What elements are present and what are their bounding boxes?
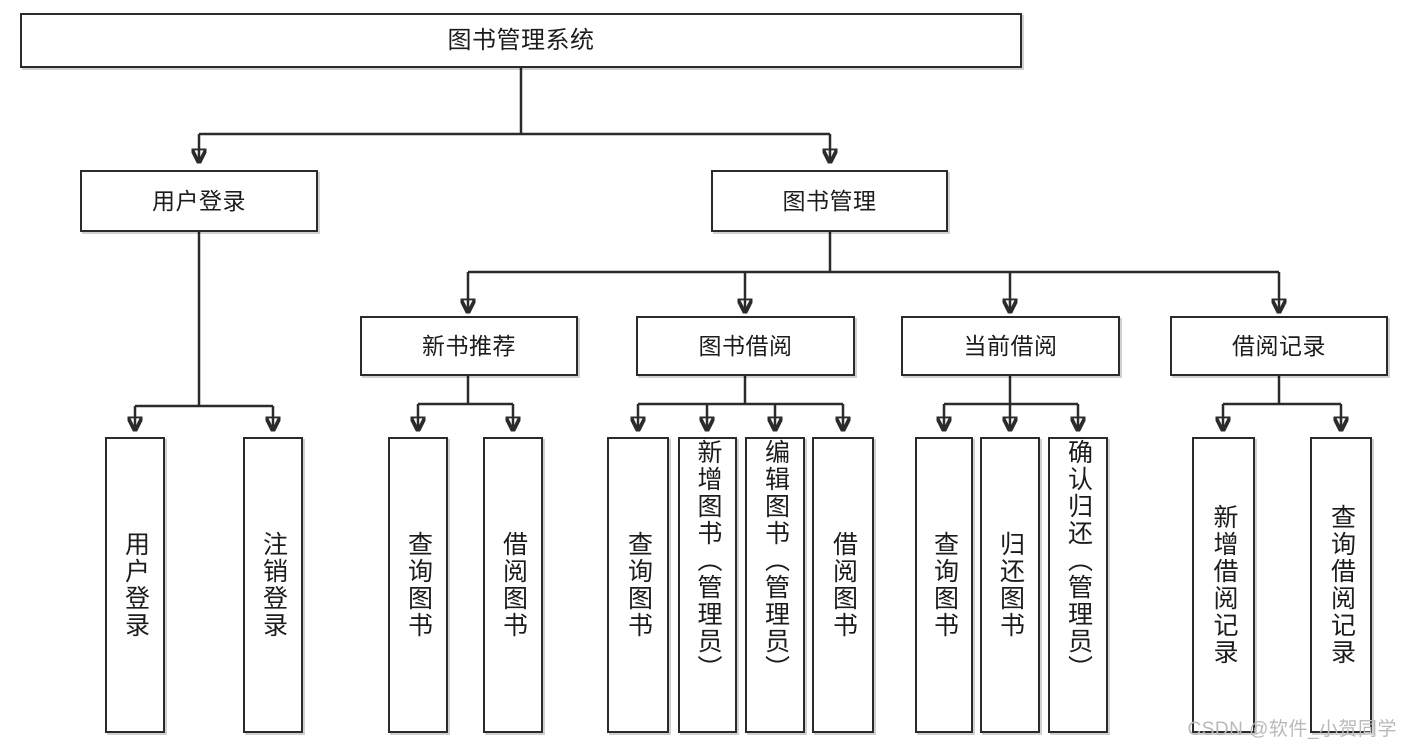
node-borrow-record[interactable]: 借阅记录	[1170, 316, 1388, 376]
leaf-query-borrow-record[interactable]: 查询借阅记录	[1310, 437, 1372, 733]
node-current-borrow[interactable]: 当前借阅	[901, 316, 1120, 376]
leaf-user-login[interactable]: 用户登录	[105, 437, 165, 733]
node-label: 新增图书（管理员）	[694, 439, 722, 682]
node-label: 编辑图书（管理员）	[761, 439, 790, 682]
leaf-confirm-return-admin[interactable]: 确认归还（管理员）	[1048, 437, 1108, 733]
leaf-add-book-admin[interactable]: 新增图书（管理员）	[678, 437, 737, 733]
node-label: 借阅图书	[829, 531, 858, 639]
leaf-add-borrow-record[interactable]: 新增借阅记录	[1192, 437, 1255, 733]
node-label: 图书管理系统	[447, 26, 595, 54]
node-label: 查询图书	[930, 531, 959, 639]
leaf-query-book-borrow[interactable]: 查询图书	[607, 437, 669, 733]
node-label: 图书借阅	[698, 332, 793, 359]
leaf-query-book-recommendation[interactable]: 查询图书	[388, 437, 448, 733]
node-label: 借阅记录	[1232, 332, 1326, 359]
leaf-logout-login[interactable]: 注销登录	[243, 437, 303, 733]
leaf-borrow-book-recommendation[interactable]: 借阅图书	[483, 437, 543, 733]
node-label: 查询借阅记录	[1327, 504, 1356, 666]
node-root-book-management-system[interactable]: 图书管理系统	[20, 13, 1022, 68]
leaf-borrow-book[interactable]: 借阅图书	[812, 437, 874, 733]
leaf-return-book[interactable]: 归还图书	[980, 437, 1040, 733]
node-label: 用户登录	[152, 187, 246, 214]
node-label: 当前借阅	[963, 332, 1058, 359]
node-user-login[interactable]: 用户登录	[80, 170, 318, 232]
node-label: 确认归还（管理员）	[1064, 439, 1093, 682]
node-label: 借阅图书	[499, 531, 528, 639]
node-label: 查询图书	[624, 531, 653, 639]
node-label: 图书管理	[782, 187, 877, 214]
csdn-watermark: CSDN @软件_小贺同学	[1187, 719, 1397, 740]
node-label: 归还图书	[996, 531, 1025, 639]
leaf-query-book-current[interactable]: 查询图书	[915, 437, 973, 733]
node-label: 用户登录	[121, 531, 150, 639]
node-label: 新书推荐	[422, 332, 516, 359]
node-new-book-recommendation[interactable]: 新书推荐	[360, 316, 578, 376]
node-label: 新增借阅记录	[1210, 504, 1238, 666]
leaf-edit-book-admin[interactable]: 编辑图书（管理员）	[745, 437, 805, 733]
node-book-management[interactable]: 图书管理	[711, 170, 948, 232]
node-label: 查询图书	[404, 531, 433, 639]
node-book-borrow[interactable]: 图书借阅	[636, 316, 855, 376]
node-label: 注销登录	[259, 531, 288, 639]
